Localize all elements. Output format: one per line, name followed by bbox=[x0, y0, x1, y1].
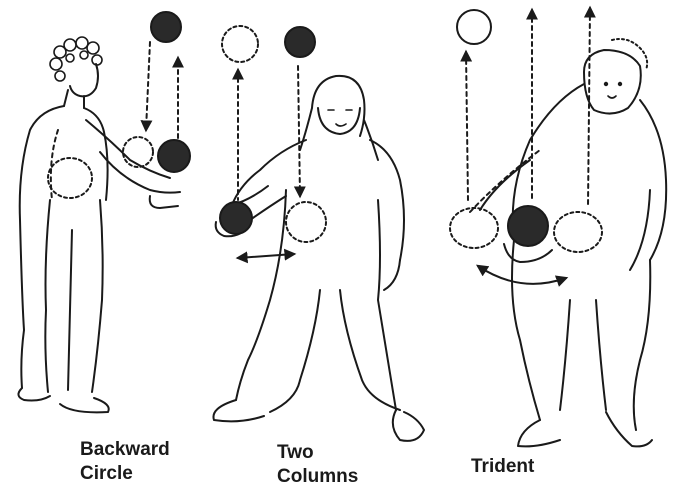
prong-left bbox=[466, 52, 468, 200]
ball-top bbox=[285, 27, 315, 57]
hand-motion-arrow bbox=[478, 266, 566, 284]
ball-in-hand bbox=[508, 206, 548, 246]
arm-right bbox=[384, 260, 400, 290]
caption-trident: Trident bbox=[471, 455, 534, 479]
legs bbox=[45, 200, 102, 392]
hand-motion-arrow bbox=[238, 254, 294, 258]
caption-line: Circle bbox=[80, 462, 170, 486]
backward-circle-figure bbox=[18, 37, 180, 412]
two-columns-figure bbox=[213, 76, 424, 441]
ball-ghost-low bbox=[48, 158, 92, 198]
arm-right bbox=[630, 190, 650, 270]
ball-left-ghost bbox=[222, 26, 258, 62]
long-hair bbox=[300, 76, 378, 160]
ball-right-ghost bbox=[286, 202, 326, 242]
trident-balls bbox=[450, 8, 602, 252]
caption-backward-circle: Backward Circle bbox=[80, 438, 170, 486]
head bbox=[584, 50, 641, 114]
torso bbox=[20, 106, 64, 388]
trident-figure bbox=[478, 39, 666, 446]
throw-path-down bbox=[146, 42, 150, 130]
caption-line: Backward bbox=[80, 438, 170, 462]
curly-hair bbox=[50, 37, 102, 81]
ball-top bbox=[151, 12, 181, 42]
arm-left bbox=[480, 160, 530, 210]
ball-ghost bbox=[123, 137, 153, 167]
two-columns-balls bbox=[220, 26, 326, 242]
caption-line: Two bbox=[277, 441, 358, 465]
ball-right-ghost bbox=[554, 212, 602, 252]
fuzzy-hair bbox=[612, 39, 647, 70]
caption-line: Columns bbox=[277, 465, 358, 489]
prong-right bbox=[588, 8, 590, 206]
ball-left-ghost bbox=[450, 208, 498, 248]
feet bbox=[518, 412, 652, 446]
backward-circle-balls bbox=[48, 12, 190, 198]
face bbox=[318, 108, 360, 134]
ball-top bbox=[457, 10, 491, 44]
feet bbox=[18, 388, 108, 412]
column-right bbox=[298, 66, 300, 196]
face bbox=[70, 64, 98, 96]
ball-in-hand bbox=[158, 140, 190, 172]
caption-two-columns: Two Columns bbox=[277, 441, 358, 489]
caption-line: Trident bbox=[471, 455, 534, 479]
ball-in-hand bbox=[220, 202, 252, 234]
